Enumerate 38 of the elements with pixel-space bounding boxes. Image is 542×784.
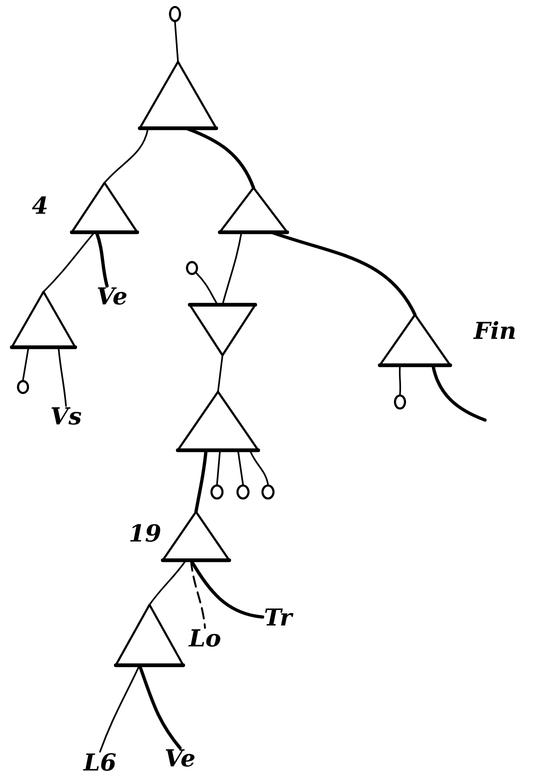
- branch-line: [270, 230, 417, 316]
- branch-line: [217, 354, 224, 393]
- branch-line: [58, 346, 67, 407]
- triangle: [176, 390, 260, 452]
- terminal-circle: [16, 380, 30, 394]
- terminal-circle: [261, 484, 275, 500]
- branch-line: [22, 346, 30, 381]
- branch-line: [99, 664, 140, 753]
- branch-line: [174, 21, 179, 63]
- triangle: [10, 290, 78, 350]
- branch-line: [148, 559, 187, 606]
- branch-line: [104, 127, 149, 184]
- terminal-circle: [394, 394, 406, 410]
- branch-line: [195, 272, 218, 306]
- branch-label: Vs: [52, 407, 82, 425]
- triangle: [218, 186, 290, 234]
- node-label: Fin: [473, 321, 515, 339]
- branch-line: [222, 231, 242, 306]
- terminal-circle: [186, 260, 198, 276]
- branch-label: Ve: [166, 749, 194, 767]
- branch-line: [237, 449, 244, 486]
- triangle: [188, 302, 258, 356]
- branch-label: Lo: [188, 629, 220, 647]
- terminal-circle: [210, 484, 224, 500]
- triangle: [114, 604, 186, 668]
- branch-line: [184, 126, 256, 190]
- terminal-circle: [168, 6, 182, 22]
- triangle: [138, 60, 218, 130]
- node-label: 4: [32, 196, 47, 214]
- branch-label: Tr: [265, 608, 294, 626]
- branch-label: Ve: [98, 287, 126, 305]
- branch-line: [216, 449, 221, 486]
- branch-line: [398, 364, 402, 396]
- branch-line: [249, 449, 269, 486]
- node-label: 19: [130, 524, 160, 542]
- terminal-circle: [236, 484, 250, 500]
- branch-line: [42, 231, 96, 293]
- branch-label: L6: [83, 753, 116, 771]
